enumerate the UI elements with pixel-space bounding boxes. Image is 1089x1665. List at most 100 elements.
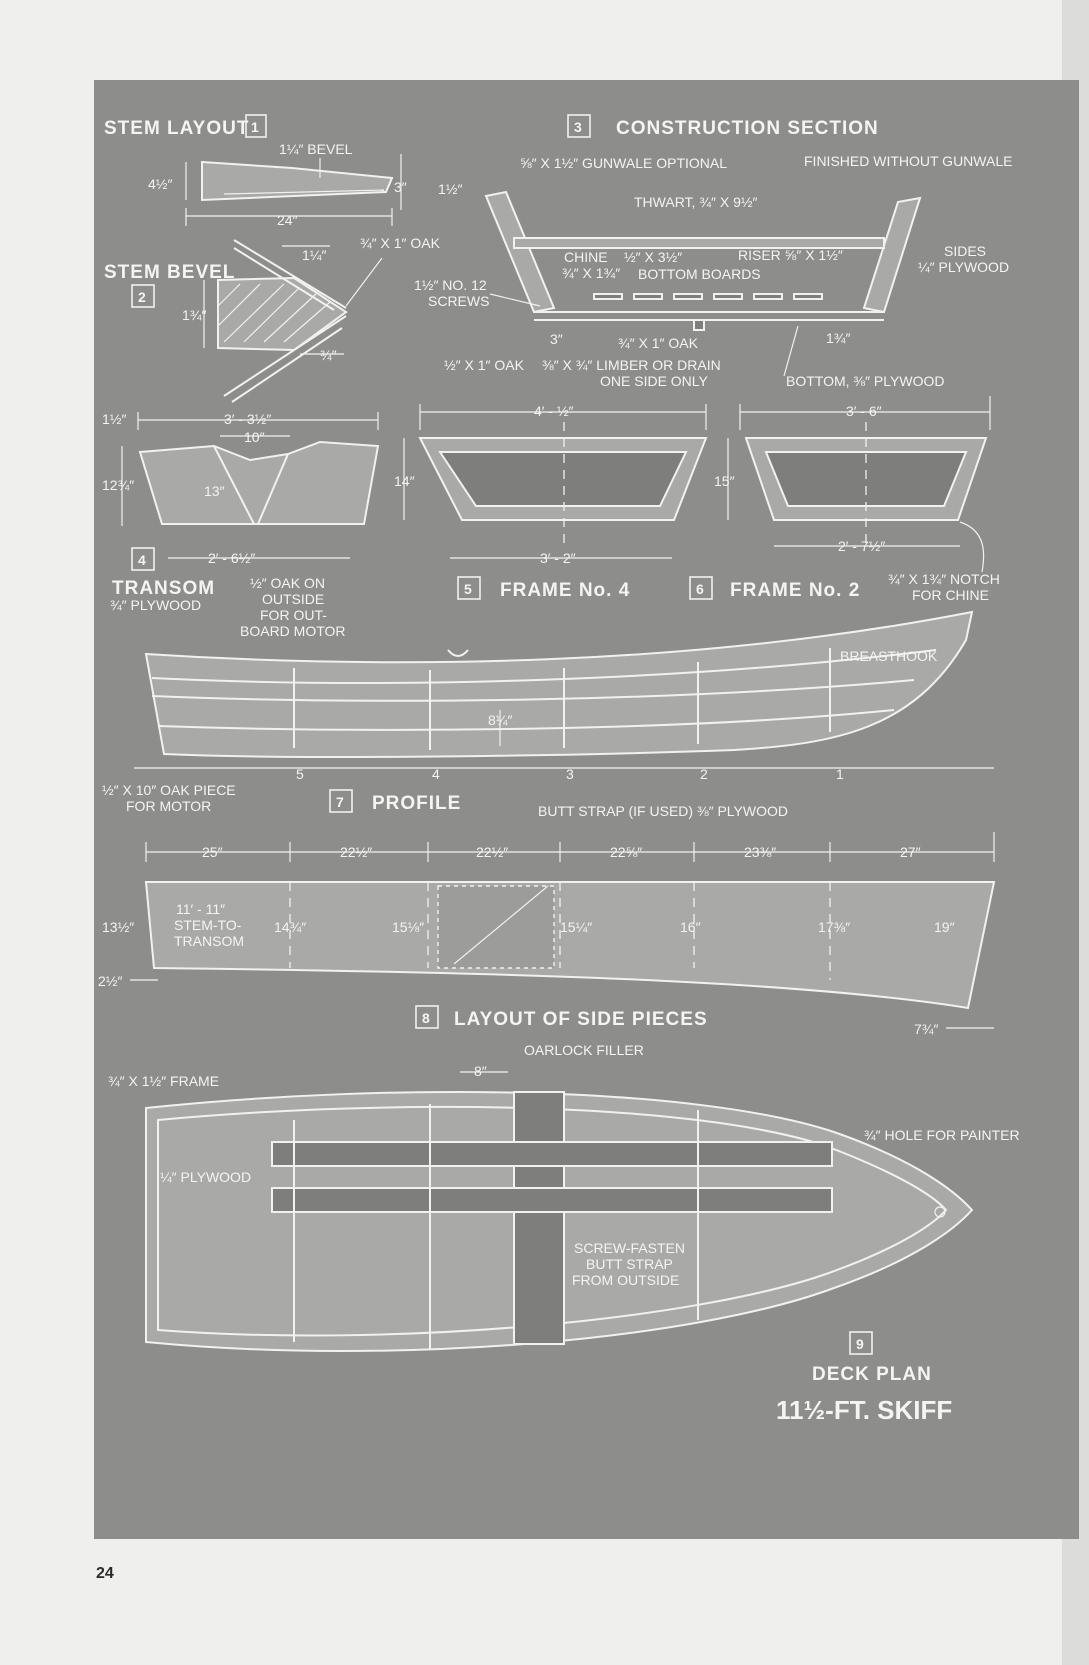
transom-plywood: ¾″ PLYWOOD (110, 597, 201, 613)
keel-oak-label: ¾″ X 1″ OAK (618, 335, 699, 351)
center-thwart (513, 1091, 565, 1345)
frame-size-label: ¾″ X 1½″ FRAME (108, 1073, 219, 1089)
painter-hole-label: ¾″ HOLE FOR PAINTER (864, 1127, 1020, 1143)
transom-center: 10″ (244, 429, 265, 445)
stem-length-label: 24″ (277, 212, 298, 228)
frame-2-bottom: 2′ - 7½″ (838, 538, 885, 554)
height-label: 17⅜″ (818, 919, 850, 935)
section-title-side-layout: LAYOUT OF SIDE PIECES (454, 1009, 708, 1030)
transom-figure: 3′ - 3½″ 1½″ 10″ 12¾″ 13″ 4 2′ - 6½″ TRA… (102, 411, 380, 639)
station-spacings: 25″ 22½″ 22½″ 22⅝″ 23⅜″ 27″ (202, 844, 921, 860)
stem-height-right: 3″ (394, 179, 407, 195)
stem-bevel-label: 1¼″ BEVEL (279, 141, 353, 157)
section-number: 3 (574, 119, 582, 135)
screw-fasten-label-1: SCREW-FASTEN (574, 1240, 685, 1256)
height-label: 19″ (934, 919, 955, 935)
section-title-frame-4: FRAME No. 4 (500, 580, 630, 601)
right-side-plank (862, 196, 922, 314)
profile-depth: 8¼″ (488, 712, 512, 728)
screw-fasten-label-3: FROM OUTSIDE (572, 1272, 679, 1288)
frame-2-top: 3′ - 6″ (846, 403, 882, 419)
frame-4-height: 14″ (394, 473, 415, 489)
station-number: 2 (700, 766, 708, 782)
section-number: 2 (138, 289, 146, 305)
section-number-box (245, 114, 267, 138)
transom-offset: 2½″ (98, 973, 122, 989)
frame-2-height: 15″ (714, 473, 735, 489)
screws-label-1: 1½″ NO. 12 (414, 277, 487, 293)
frame-4-figure: 4′ - ½″ 14″ 3′ - 2″ 5 FRAME No. 4 (394, 403, 708, 601)
spacing-label: 22⅝″ (610, 844, 642, 860)
deck-strip-1 (271, 1141, 833, 1167)
section-number: 4 (138, 552, 146, 568)
transom-note-3: FOR OUT- (260, 607, 327, 623)
spacing-label: 22½″ (340, 844, 372, 860)
transom-width: 3′ - 3½″ (224, 411, 271, 427)
stem-bevel-top: 1¼″ (302, 247, 326, 263)
plywood-label: ¼″ PLYWOOD (160, 1169, 251, 1185)
section-number: 6 (696, 581, 704, 597)
section-number: 8 (422, 1010, 430, 1026)
spacing-label: 23⅜″ (744, 844, 776, 860)
section-number: 7 (336, 794, 344, 810)
section-title-stem-layout: STEM LAYOUT (104, 118, 249, 139)
frame-4-inner (438, 451, 688, 507)
limber-label-1: ⅜″ X ¾″ LIMBER OR DRAIN (542, 357, 721, 373)
overall-length-2: STEM-TO- (174, 917, 242, 933)
stem-height-left: 4½″ (148, 176, 172, 192)
stem-bevel-figure: STEM BEVEL 2 1¼″ ¾″ X 1″ OAK 1¾″ ¾″ (104, 235, 441, 403)
page-number: 24 (96, 1565, 114, 1582)
section-title-construction: CONSTRUCTION SECTION (616, 118, 879, 139)
gunwale-width-label: 1½″ (438, 181, 462, 197)
oarlock-gap-label: 8″ (474, 1063, 487, 1079)
height-label: 14¾″ (274, 919, 306, 935)
bottom-plywood-label: BOTTOM, ⅜″ PLYWOOD (786, 373, 944, 389)
spacing-label: 22½″ (476, 844, 508, 860)
frame-2-notch-1: ¾″ X 1¾″ NOTCH (888, 571, 1000, 587)
transom-board (138, 440, 380, 525)
frame-4-top: 4′ - ½″ (534, 403, 574, 419)
frame-2-figure: 3′ - 6″ 15″ 2′ - 7½″ 6 FRAME No. 2 ¾″ X … (689, 396, 1000, 603)
section-number: 1 (251, 119, 259, 135)
section-title-stem-bevel: STEM BEVEL (104, 262, 235, 283)
dim-3-label: 3″ (550, 331, 563, 347)
section-number: 9 (856, 1336, 864, 1352)
butt-strap-label: BUTT STRAP (IF USED) ⅜″ PLYWOOD (538, 803, 788, 819)
transom-note-1: ½″ OAK ON (250, 575, 325, 591)
left-side-plank (484, 190, 556, 314)
oarlock-filler-label: OARLOCK FILLER (524, 1042, 644, 1058)
deck-plan-figure: OARLOCK FILLER 8″ ¾″ X 1½″ FRAME ¼″ PLYW… (108, 1042, 1020, 1425)
sides-label: SIDES (944, 243, 986, 259)
station-number: 4 (432, 766, 440, 782)
construction-section-figure: 3 CONSTRUCTION SECTION ⅝″ X 1½″ GUNWALE … (414, 114, 1012, 389)
frame-2-notch-2: FOR CHINE (912, 587, 989, 603)
stem-oak-label: ¾″ X 1″ OAK (360, 235, 441, 251)
section-number: 5 (464, 581, 472, 597)
transom-inner: 13″ (204, 483, 225, 499)
section-title-frame-2: FRAME No. 2 (730, 580, 860, 601)
transom-note-4: BOARD MOTOR (240, 623, 346, 639)
transom-note-2: OUTSIDE (262, 591, 324, 607)
side-layout-figure: 25″ 22½″ 22½″ 22⅝″ 23⅜″ 27″ 13½″ 14¾″ 15… (98, 832, 996, 1037)
overall-length-1: 11′ - 11″ (176, 901, 225, 917)
height-label: 15⅛″ (392, 919, 424, 935)
skiff-plans-drawing: STEM LAYOUT 1 1¼″ BEVEL 4½″ 3″ 24″ STEM … (98, 114, 1020, 1425)
overall-length-3: TRANSOM (174, 933, 244, 949)
height-label: 15¼″ (560, 919, 592, 935)
gunwale-optional-label: ⅝″ X 1½″ GUNWALE OPTIONAL (520, 155, 727, 171)
limber-label-2: ONE SIDE ONLY (600, 373, 709, 389)
motor-piece-label-2: FOR MOTOR (126, 798, 211, 814)
profile-figure: BREASTHOOK 8¼″ 5 4 3 2 1 ½″ X 10″ OAK PI… (102, 610, 994, 819)
side-heights: 13½″ 14¾″ 15⅛″ 15¼″ 16″ 17⅜″ 19″ (102, 919, 955, 935)
screw-fasten-label-2: BUTT STRAP (586, 1256, 673, 1272)
frame-4-bottom: 3′ - 2″ (540, 550, 576, 566)
height-label: 16″ (680, 919, 701, 935)
transom-height: 12¾″ (102, 477, 134, 493)
thwart-label: THWART, ¾″ X 9½″ (634, 194, 758, 210)
section-title-profile: PROFILE (372, 793, 461, 814)
plan-title: 11½-FT. SKIFF (776, 1395, 952, 1425)
motor-piece-label-1: ½″ X 10″ OAK PIECE (102, 782, 236, 798)
deck-strip-2 (271, 1187, 833, 1213)
spacing-label: 27″ (900, 844, 921, 860)
thwart (513, 237, 885, 249)
